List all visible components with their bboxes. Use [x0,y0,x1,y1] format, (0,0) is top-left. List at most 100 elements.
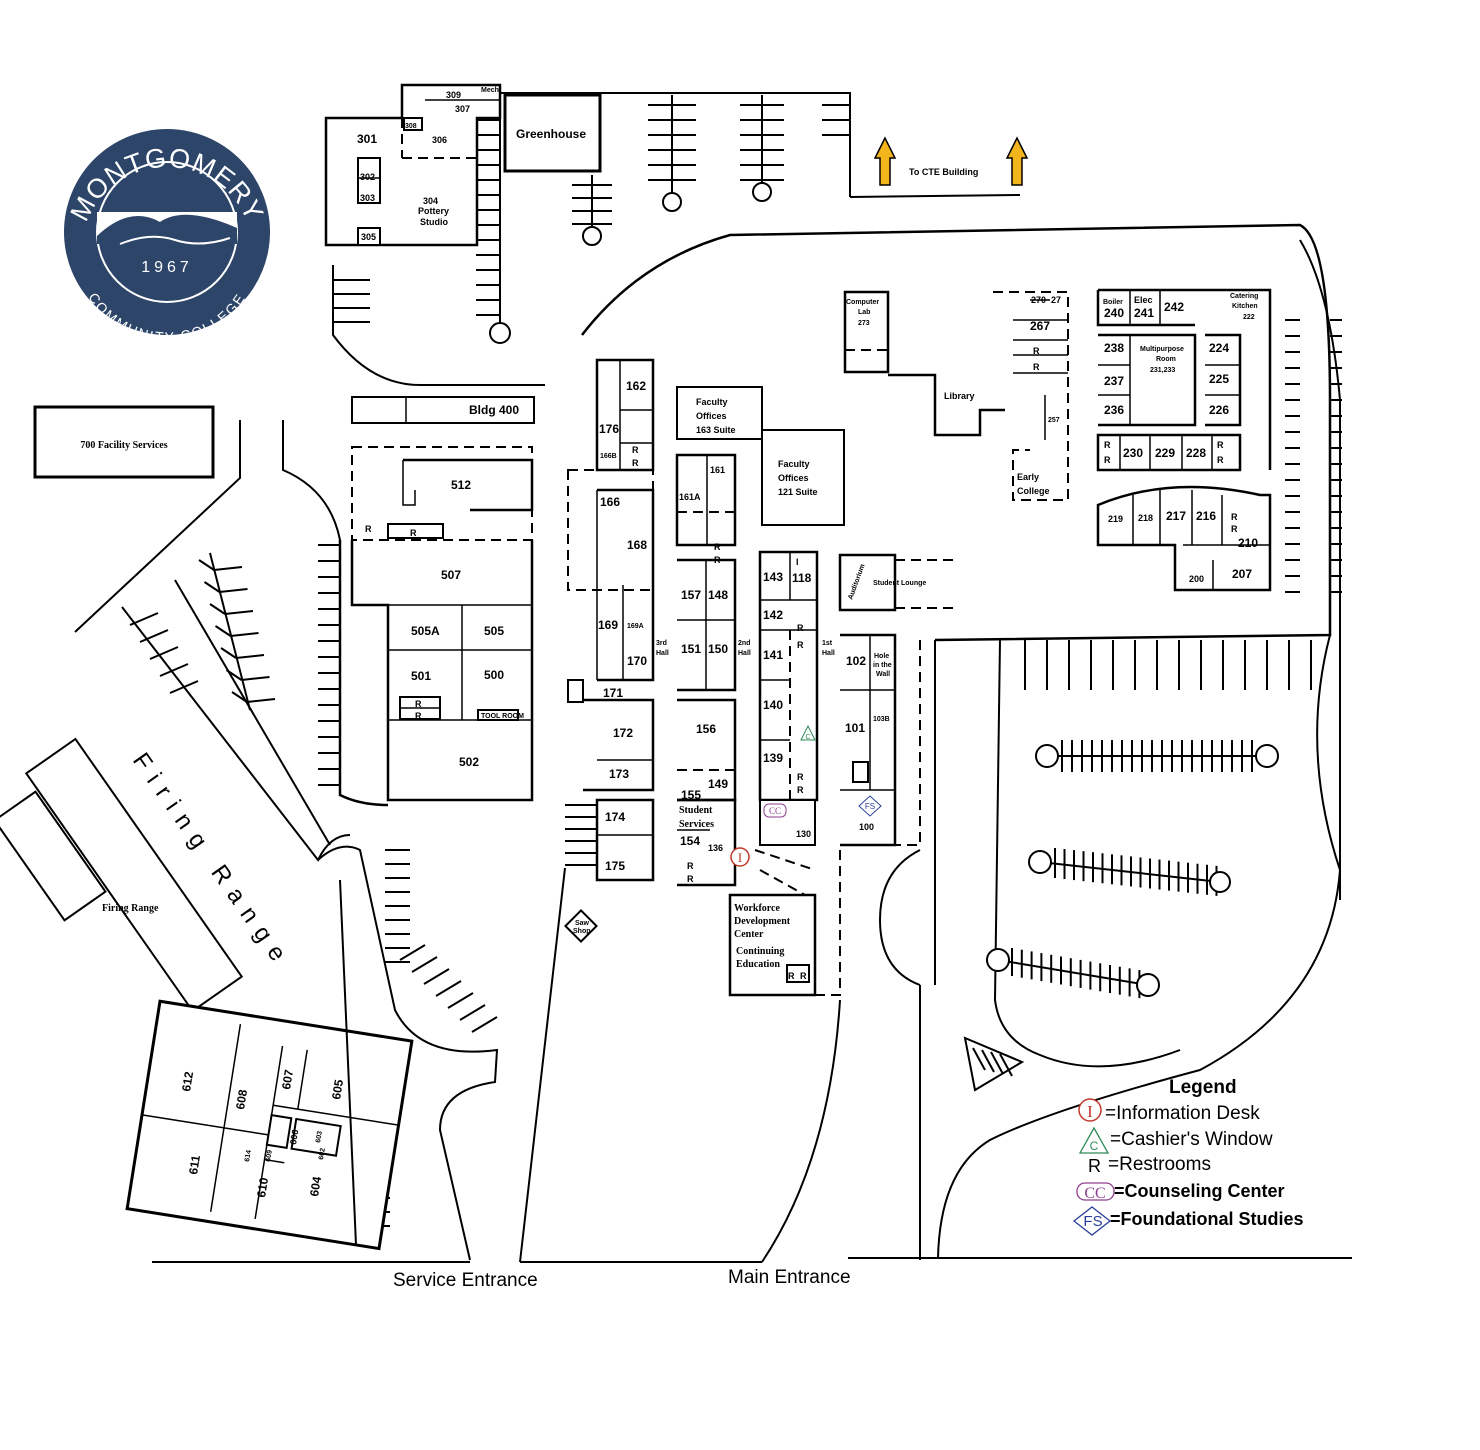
parking-stall-line [972,1047,986,1071]
room-308: 308 [405,123,417,130]
room-225: 225 [1209,372,1229,386]
room-176: 176 [599,422,619,436]
parking-stall-line [999,1053,1013,1077]
restroom-161a: R [714,542,721,552]
room-238: 238 [1104,341,1124,355]
foundational-marker: FS [858,795,882,817]
faculty-163-b: Offices [696,411,727,421]
faculty-121-a: Faculty [778,459,810,469]
room-501: 501 [411,669,431,683]
workforce-e: Education [736,959,780,970]
parking-stall-line [230,632,259,637]
room-166: 166 [600,495,620,509]
parking-stall-line [411,956,438,973]
room-603: 603 [315,1131,324,1144]
parking-stall-line [231,691,248,703]
computer-lab-b: Lab [858,309,870,316]
workforce-b: Development [734,916,791,927]
restroom-230a: R [1104,440,1111,450]
room-505: 505 [484,624,504,638]
early-college-a: Early [1017,472,1039,482]
room-148: 148 [708,588,728,602]
building-600 [125,999,414,1251]
parking-stall-line [198,559,215,571]
early-college-b: College [1017,486,1050,496]
building-500 [338,446,534,807]
faculty-163-c: 163 Suite [696,425,736,435]
legend-title: Legend [1169,1077,1237,1098]
room-302: 302 [360,172,375,182]
parking-stall-line [981,1049,995,1073]
room-303: 303 [360,193,375,203]
room-171: 171 [603,686,623,700]
room-304: 304 [423,196,438,206]
room-309: 309 [446,90,461,100]
restroom-lib-a: R [1033,346,1040,356]
legend-counseling-text: =Counseling Center [1114,1181,1285,1201]
info-i-small: I [796,557,799,567]
restroom-142b: R [797,640,804,650]
room-169: 169 [598,618,618,632]
room-156: 156 [696,722,716,736]
faculty-163-a: Faculty [696,397,728,407]
hall-1st-a: 1st [822,640,833,647]
student-lounge-label: Student Lounge [873,580,926,587]
hall-2nd-b: Hall [738,650,751,657]
room-267: 267 [1030,319,1050,333]
room-505a: 505A [411,624,440,638]
room-174: 174 [605,810,625,824]
elec-b: 241 [1134,306,1154,320]
room-226: 226 [1209,403,1229,417]
legend-info-text: =Information Desk [1105,1103,1260,1124]
service-entrance-label: Service Entrance [393,1270,538,1291]
east-parking [878,239,1342,1260]
room-307: 307 [455,104,470,114]
restroom-512a: R [365,524,372,534]
restroom-139a: R [797,772,804,782]
room-169a: 169A [627,623,644,630]
greenhouse-building [503,93,602,173]
room-229: 229 [1155,446,1175,460]
room-216: 216 [1196,509,1216,523]
restroom-154b: R [687,874,694,884]
restroom-501b: R [415,711,422,721]
legend-counseling-icon: CC [1076,1182,1115,1202]
room-609: 609 [265,1150,274,1163]
room-210: 210 [1238,536,1258,550]
svg-text:I: I [738,850,742,865]
room-101: 101 [845,721,865,735]
svg-text:I: I [1087,1102,1093,1121]
parking-stall-line [235,654,265,659]
workforce-c: Center [734,929,764,940]
room-140: 140 [763,698,783,712]
parking-stall-line [471,1016,498,1033]
room-611: 611 [186,1154,203,1176]
lot-curb [332,265,545,386]
saw-shop-a: Saw [575,920,590,927]
parking-stall-line [220,647,237,659]
room-207: 207 [1232,567,1252,581]
restroom-161b: R [714,555,721,565]
room-237: 237 [1104,374,1124,388]
room-270: 270 [1031,295,1046,305]
catering-a: Catering [1230,293,1258,300]
room-161a: 161A [679,492,701,502]
room-155: 155 [681,788,701,802]
restroom-lib-b: R [1033,362,1040,372]
workforce-a: Workforce [734,903,780,914]
faculty-121-b: Offices [778,473,809,483]
cte-arrow-left [873,136,897,186]
cte-arrow-right [1005,136,1029,186]
room-605: 605 [329,1078,346,1100]
room-608: 608 [233,1088,250,1110]
room-130: 130 [796,829,811,839]
room-154: 154 [680,834,700,848]
library-wing [843,290,1069,501]
legend-foundational-text: =Foundational Studies [1110,1209,1304,1229]
room-606: 606 [288,1129,300,1145]
room-141: 141 [763,648,783,662]
college-logo: MONTGOMERY COMMUNITY COLLEGE 1967 [64,129,270,345]
main-entrance-label: Main Entrance [728,1267,851,1288]
room-242: 242 [1164,300,1184,314]
